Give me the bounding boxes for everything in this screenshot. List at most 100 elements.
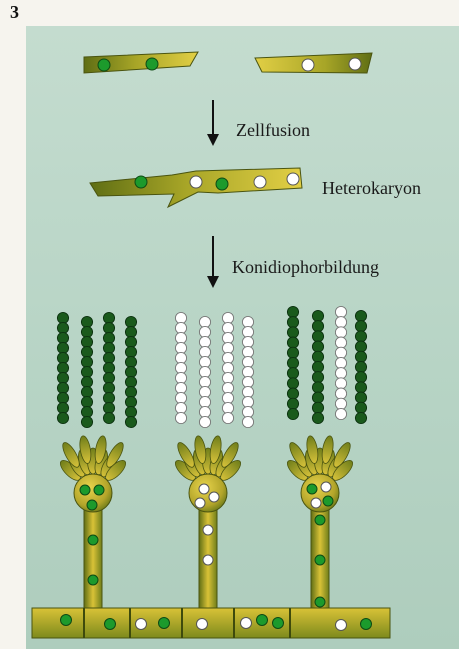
conidium <box>57 342 68 353</box>
nucleus-green <box>361 619 372 630</box>
conidium <box>81 406 92 417</box>
vesicle <box>189 474 227 512</box>
conidium <box>57 352 68 363</box>
conidium <box>242 316 253 327</box>
conidium <box>81 356 92 367</box>
conidium <box>103 332 114 343</box>
conidium <box>57 392 68 403</box>
conidium <box>355 310 366 321</box>
nucleus-white <box>254 176 266 188</box>
conidium <box>175 382 186 393</box>
conidium <box>199 396 210 407</box>
conidium <box>287 398 298 409</box>
conidium <box>355 412 366 423</box>
conidium <box>312 402 323 413</box>
nucleus-white <box>302 59 314 71</box>
conidium <box>312 321 323 332</box>
conidium <box>335 398 346 409</box>
conidium <box>242 406 253 417</box>
label-konidiophorbildung: Konidiophorbildung <box>232 257 379 277</box>
nucleus-white <box>209 492 219 502</box>
conidium <box>222 322 233 333</box>
nucleus-white <box>311 498 321 508</box>
nucleus-green <box>135 176 147 188</box>
conidium <box>57 322 68 333</box>
conidium <box>81 316 92 327</box>
conidium <box>125 386 136 397</box>
nucleus-white <box>195 498 205 508</box>
conidium <box>287 347 298 358</box>
hypha-heterokaryon <box>90 168 302 207</box>
conidium <box>81 326 92 337</box>
conidium <box>242 366 253 377</box>
conidium <box>81 366 92 377</box>
conidium <box>57 312 68 323</box>
conidium <box>81 336 92 347</box>
conidium <box>335 368 346 379</box>
conidium <box>103 322 114 333</box>
conidium <box>199 366 210 377</box>
conidium <box>81 416 92 427</box>
conidium <box>81 386 92 397</box>
conidium <box>312 341 323 352</box>
conidium <box>355 321 366 332</box>
conidium <box>103 402 114 413</box>
nucleus-white <box>136 619 147 630</box>
nucleus-white <box>203 525 213 535</box>
conidiophore-homokaryon-green <box>57 312 136 623</box>
conidium <box>175 342 186 353</box>
conidium <box>222 372 233 383</box>
conidium <box>222 392 233 403</box>
nucleus-white <box>287 173 299 185</box>
conidium <box>242 336 253 347</box>
conidium <box>222 352 233 363</box>
nucleus-green <box>88 575 98 585</box>
conidium <box>312 310 323 321</box>
conidium <box>175 402 186 413</box>
label-heterokaryon: Heterokaryon <box>322 178 421 198</box>
conidium <box>355 402 366 413</box>
conidium <box>242 416 253 427</box>
nucleus-green <box>87 500 97 510</box>
conidium <box>312 372 323 383</box>
conidium <box>57 372 68 383</box>
conidium <box>312 361 323 372</box>
conidium <box>312 382 323 393</box>
conidium <box>103 372 114 383</box>
conidium <box>222 382 233 393</box>
conidium <box>222 412 233 423</box>
conidium <box>335 327 346 338</box>
conidium <box>103 412 114 423</box>
conidium <box>57 402 68 413</box>
nucleus-green <box>216 178 228 190</box>
conidium <box>103 382 114 393</box>
conidium <box>287 408 298 419</box>
conidium <box>175 352 186 363</box>
conidium <box>199 346 210 357</box>
conidium <box>199 336 210 347</box>
conidium <box>125 316 136 327</box>
nucleus-green <box>315 597 325 607</box>
conidiophore-stalk <box>84 503 102 623</box>
conidium <box>287 317 298 328</box>
conidium <box>312 351 323 362</box>
conidium <box>175 362 186 373</box>
conidium <box>355 382 366 393</box>
conidium <box>242 356 253 367</box>
conidium <box>242 346 253 357</box>
conidium <box>57 332 68 343</box>
conidium <box>103 312 114 323</box>
nucleus-green <box>273 618 284 629</box>
nucleus-green <box>88 535 98 545</box>
conidium <box>103 392 114 403</box>
conidium <box>199 376 210 387</box>
conidium <box>175 392 186 403</box>
basal-hypha <box>32 608 390 638</box>
conidiophores-group <box>57 306 366 623</box>
conidium <box>222 402 233 413</box>
nucleus-green <box>80 485 90 495</box>
conidium <box>125 406 136 417</box>
conidium <box>287 306 298 317</box>
conidium <box>287 378 298 389</box>
